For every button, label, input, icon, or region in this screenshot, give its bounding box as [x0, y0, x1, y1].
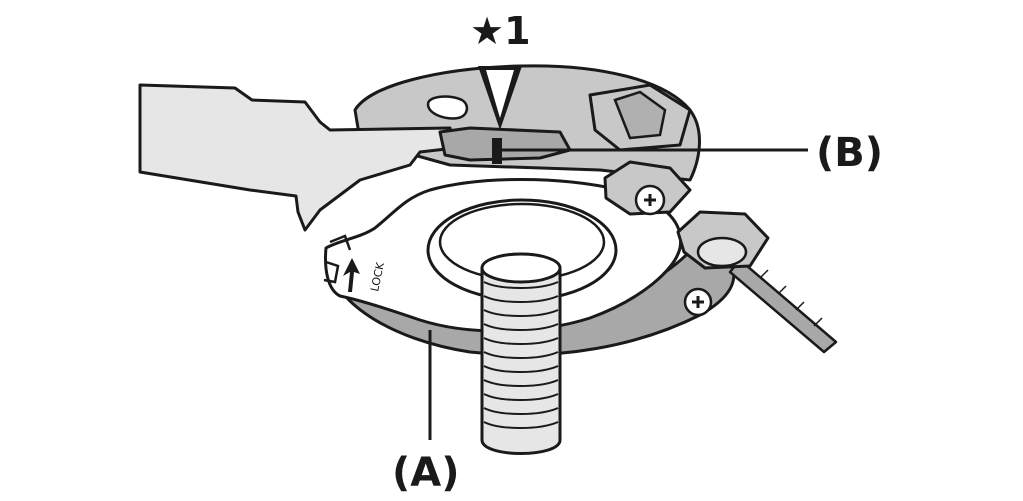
part-a-label: (A)	[392, 450, 460, 496]
phillips-icon-lower	[692, 296, 704, 308]
phillips-icon-upper	[644, 194, 656, 206]
hex-nut-right-face	[696, 236, 748, 268]
tool-pin	[492, 138, 502, 164]
ring-notch-1	[323, 260, 340, 284]
star-callout-label: ★1	[470, 9, 531, 53]
cable	[728, 258, 838, 354]
cable-texture	[759, 269, 823, 327]
part-b-label: (B)	[816, 130, 883, 176]
tool-head	[438, 126, 572, 162]
lock-arrow-icon	[343, 258, 360, 292]
star-pointer-inner	[486, 70, 514, 118]
ring-notch-2	[329, 234, 352, 251]
lock-marking: LOCK	[368, 261, 387, 293]
stud-threads	[483, 281, 559, 429]
stud-top	[480, 252, 562, 284]
rotor-bracket-detail	[613, 90, 667, 140]
tool-handle	[138, 83, 457, 232]
rotor-slot	[426, 95, 469, 120]
